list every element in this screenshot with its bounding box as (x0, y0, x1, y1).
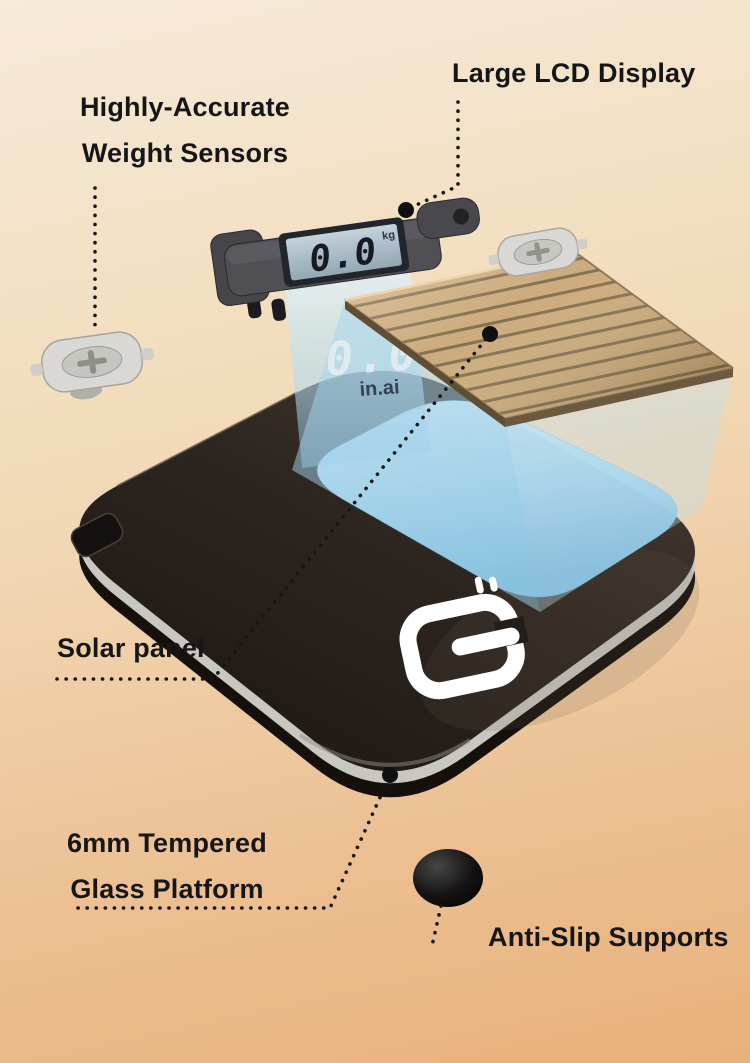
callout-lcd-display-label: Large LCD Display (452, 58, 696, 88)
callout-weight-sensors-line2: Weight Sensors (81, 138, 289, 168)
lcd-module-arm-notch (453, 208, 470, 225)
solar-beam-left (292, 300, 540, 612)
sensor-tab (576, 238, 588, 250)
leader-line-glass-platform (76, 780, 389, 910)
junction-dot-solar-panel (482, 326, 498, 342)
solar-panel-shading (345, 252, 733, 418)
leader-dots (382, 202, 498, 783)
callout-glass-platform: 6mm Tempered Glass Platform (60, 820, 274, 912)
junction-dot-glass-platform (382, 767, 398, 783)
callout-glass-platform-line2: Glass Platform (70, 874, 264, 904)
callout-weight-sensors-line1: Highly-Accurate (79, 92, 291, 122)
lcd-display-unit: kg (381, 229, 395, 243)
brand-logo-icon (399, 576, 529, 700)
solar-panel-thickness-left (345, 300, 505, 427)
lcd-display-value: 0.0 (307, 231, 380, 281)
callout-anti-slip-label: Anti-Slip Supports (488, 922, 729, 952)
leader-line-lcd-display (412, 100, 460, 208)
glass-display: 0.0 in.ai (324, 326, 423, 401)
leader-line-anti-slip (430, 904, 443, 948)
lcd-module-illustration: 0.0 kg (210, 197, 480, 321)
solar-panel-thickness-right (505, 368, 733, 427)
logo-prong (474, 576, 484, 594)
leader-lines (55, 100, 488, 948)
callout-anti-slip: Anti-Slip Supports (488, 922, 729, 953)
solar-panel-illustration (343, 250, 735, 427)
solar-panel-right-edge (574, 251, 734, 369)
sensor-tab (141, 347, 154, 361)
callout-lcd-display: Large LCD Display (452, 58, 695, 89)
platform-foot (70, 512, 124, 558)
callout-glass-platform-line1: 6mm Tempered (67, 828, 267, 858)
platform-edge-highlight (116, 391, 299, 487)
anti-slip-foot-icon (413, 849, 483, 907)
lcd-module-peg (271, 298, 287, 321)
callout-solar-panel-label: Solar panel (57, 633, 205, 663)
leader-line-solar-panel (55, 337, 488, 681)
solar-beam-right (505, 368, 733, 612)
lcd-module-arm (416, 197, 480, 240)
lcd-screen (285, 223, 402, 281)
sensor-slot-horizontal (77, 357, 107, 367)
glass-brand-mark: in.ai (359, 376, 400, 401)
callout-solar-panel: Solar panel (57, 633, 205, 664)
weight-sensor-right-icon (488, 227, 588, 277)
junction-dot-lcd-display (398, 202, 414, 218)
sensor-tab (488, 254, 500, 266)
sensor-slot-horizontal (526, 247, 550, 257)
callout-weight-sensors: Highly-Accurate Weight Sensors (72, 84, 298, 176)
platform-bottom-reflection (298, 733, 472, 767)
logo-tongue (451, 627, 520, 656)
logo-prong (489, 576, 498, 592)
weight-sensor-left-icon (30, 331, 154, 400)
sensor-tab (30, 363, 43, 377)
